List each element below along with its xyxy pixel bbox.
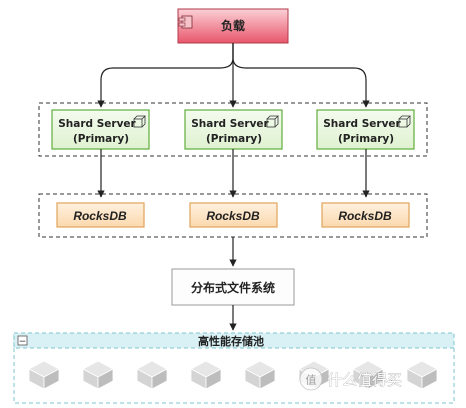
rocksdb-label: RocksDB — [73, 209, 127, 223]
shard-server-node: Shard Server (Primary) — [184, 109, 283, 150]
shard-server-name: Shard Server — [58, 118, 136, 130]
storage-pool-header — [13, 332, 455, 349]
shard-server-node: Shard Server (Primary) — [51, 109, 150, 150]
watermark-logo: 值 — [306, 374, 317, 387]
cube-disk-icon — [190, 360, 222, 390]
rocksdb-node: RocksDB — [321, 202, 410, 228]
dfs-label: 分布式文件系统 — [191, 280, 275, 295]
shard-server-role: (Primary) — [73, 133, 129, 145]
cube-disk-icon — [352, 360, 384, 390]
cube-disk-icon — [28, 360, 60, 390]
load-node: 负载 — [177, 8, 289, 44]
watermark-text: 什么值得买 — [327, 371, 402, 389]
shard-server-role: (Primary) — [338, 133, 394, 145]
component-icon — [178, 15, 193, 29]
storage-pool: − 高性能存储池 — [13, 332, 455, 404]
rocksdb-label: RocksDB — [206, 209, 260, 223]
load-to-shard-connectors — [97, 43, 370, 108]
shard-to-rocksdb-connectors — [97, 149, 370, 198]
rocksdb-node: RocksDB — [56, 202, 145, 228]
shard-server-name: Shard Server — [323, 118, 401, 130]
watermark: 值 什么值得买 — [299, 367, 402, 391]
connector-load-shard-3 — [232, 43, 370, 108]
cube-icon — [266, 115, 279, 128]
connector-load-shard-1 — [97, 43, 234, 108]
cube-disk-icon — [136, 360, 168, 390]
shard-group-container — [38, 102, 428, 157]
rocksdb-label: RocksDB — [338, 209, 392, 223]
storage-pool-title: 高性能存储池 — [198, 334, 264, 348]
cube-icon — [133, 115, 146, 128]
cube-icon — [398, 115, 411, 128]
shard-server-name: Shard Server — [191, 118, 269, 130]
dfs-node: 分布式文件系统 — [171, 268, 295, 306]
collapse-symbol: − — [19, 337, 27, 347]
cube-disk-icon — [82, 360, 114, 390]
collapse-button[interactable]: − — [17, 335, 28, 347]
shard-server-role: (Primary) — [206, 133, 262, 145]
shard-server-node: Shard Server (Primary) — [316, 109, 415, 150]
cube-disk-icon — [406, 360, 438, 390]
rocksdb-node: RocksDB — [189, 202, 278, 228]
load-label: 负载 — [221, 18, 245, 33]
cube-disk-icon — [244, 360, 276, 390]
